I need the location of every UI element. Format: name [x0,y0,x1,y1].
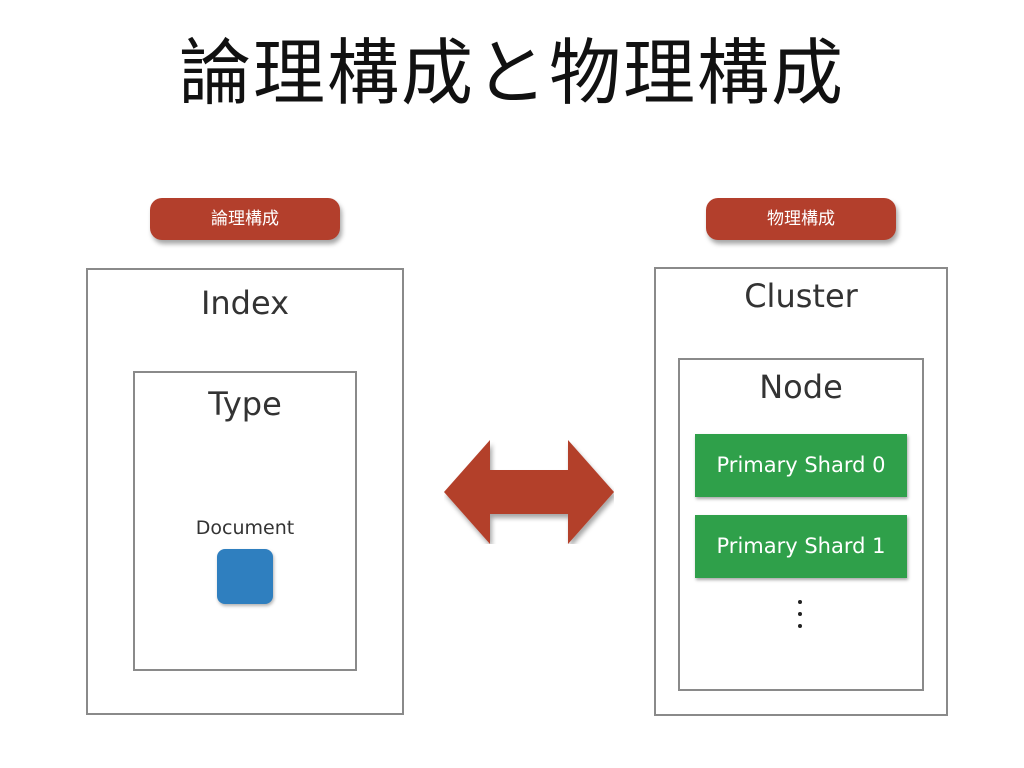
logical-badge: 論理構成 [150,198,340,240]
physical-badge: 物理構成 [706,198,896,240]
type-label: Type [208,385,282,423]
type-box: Type [133,371,357,671]
arrow-shape [444,440,614,544]
index-label: Index [200,284,290,322]
primary-shard-0: Primary Shard 0 [695,434,907,497]
vertical-ellipsis-icon [793,596,807,632]
document-icon [217,549,273,604]
slide-title: 論理構成と物理構成 [178,31,845,115]
cluster-label: Cluster [744,277,858,315]
node-label: Node [759,368,843,406]
double-headed-arrow-icon [444,440,614,544]
document-label: Document [195,517,295,539]
primary-shard-1: Primary Shard 1 [695,515,907,578]
